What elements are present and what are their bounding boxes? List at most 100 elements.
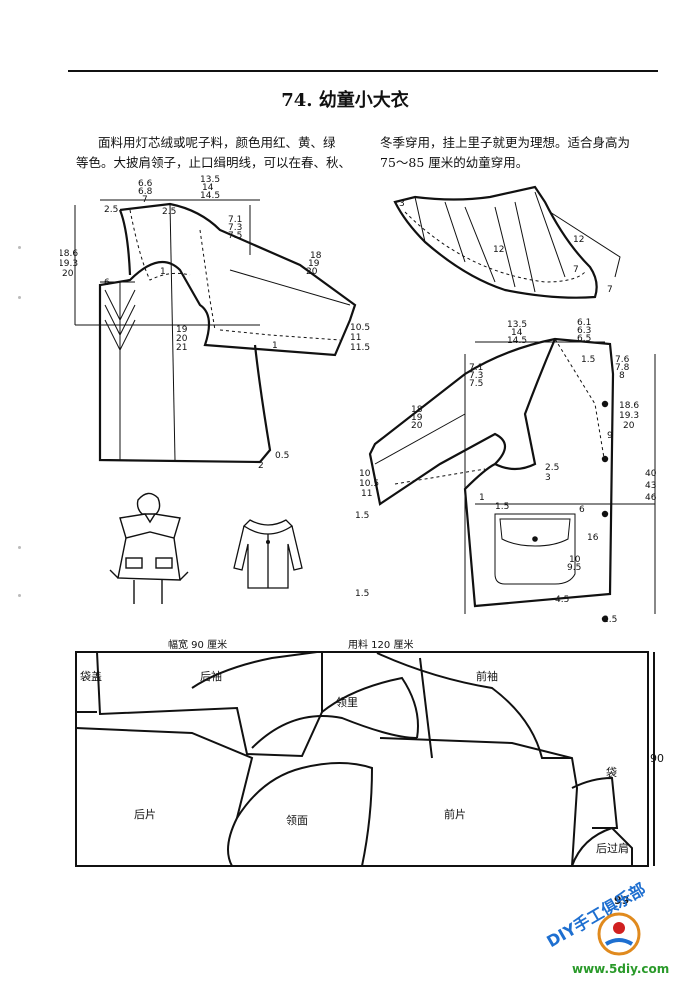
fabric-length-label: 用料 120 厘米	[348, 640, 414, 651]
intro-line-1b: 冬季穿用，挂上里子就更为理想。适合身高为	[380, 135, 631, 150]
svg-text:19: 19	[176, 325, 188, 335]
svg-text:1.5: 1.5	[355, 511, 369, 521]
svg-text:10: 10	[569, 555, 581, 565]
piece-front-panel: 前片	[444, 808, 466, 821]
svg-text:7: 7	[607, 285, 613, 295]
svg-text:11: 11	[361, 489, 372, 499]
svg-text:1: 1	[160, 267, 166, 277]
svg-text:19: 19	[411, 413, 423, 423]
svg-text:21: 21	[176, 343, 187, 353]
svg-text:2.5: 2.5	[545, 463, 559, 473]
svg-text:8: 8	[619, 371, 625, 381]
svg-text:7.1: 7.1	[228, 215, 242, 225]
svg-text:2.5: 2.5	[162, 207, 176, 217]
svg-text:14.5: 14.5	[200, 191, 220, 201]
svg-text:7.3: 7.3	[469, 371, 483, 381]
svg-text:20: 20	[62, 269, 74, 279]
svg-text:14.5: 14.5	[507, 336, 527, 346]
svg-text:6: 6	[104, 278, 110, 288]
svg-text:10.5: 10.5	[359, 479, 379, 489]
svg-text:10: 10	[359, 469, 371, 479]
svg-text:14: 14	[511, 328, 523, 338]
svg-text:46: 46	[645, 493, 657, 503]
svg-text:10.5: 10.5	[350, 323, 370, 333]
svg-text:1.5: 1.5	[495, 502, 509, 512]
svg-text:7: 7	[142, 195, 148, 205]
svg-text:6: 6	[579, 505, 585, 515]
piece-collar-lining: 领里	[336, 696, 358, 709]
top-rule	[68, 70, 658, 72]
svg-text:1: 1	[479, 493, 485, 503]
svg-text:12: 12	[493, 245, 504, 255]
svg-text:4.5: 4.5	[555, 595, 569, 605]
piece-back-sleeve: 后袖	[200, 670, 222, 683]
coat-flat-sketch	[233, 519, 303, 589]
page-title: 74. 幼童小大衣	[281, 90, 409, 111]
svg-text:1: 1	[272, 341, 278, 351]
svg-text:20: 20	[306, 267, 318, 277]
fabric-side-label: 90	[650, 752, 664, 765]
svg-text:7: 7	[573, 265, 579, 275]
svg-text:18: 18	[411, 405, 423, 415]
margin-dot	[18, 546, 21, 549]
piece-collar-face: 领面	[286, 814, 308, 827]
margin-dot	[18, 296, 21, 299]
svg-text:7.8: 7.8	[615, 363, 630, 373]
svg-text:11.5: 11.5	[350, 343, 370, 353]
svg-text:1.5: 1.5	[355, 589, 369, 599]
svg-text:1.5: 1.5	[581, 355, 595, 365]
svg-text:6.1: 6.1	[577, 318, 591, 328]
svg-text:7.5: 7.5	[469, 379, 483, 389]
svg-text:9: 9	[607, 431, 613, 441]
svg-text:11: 11	[350, 333, 361, 343]
svg-text:18.6: 18.6	[60, 249, 78, 259]
svg-text:6.5: 6.5	[577, 334, 591, 344]
piece-back-yoke: 后过肩	[596, 842, 629, 855]
svg-text:12: 12	[573, 235, 584, 245]
svg-text:7.6: 7.6	[615, 355, 630, 365]
svg-text:2.5: 2.5	[104, 205, 118, 215]
intro-line-1a: 面料用灯芯绒或呢子料，颜色用红、黄、绿	[98, 135, 336, 150]
svg-text:14: 14	[202, 183, 214, 193]
svg-text:18: 18	[310, 251, 322, 261]
watermark-url: www.5diy.com	[572, 962, 670, 976]
page-number: 99	[614, 894, 630, 907]
svg-text:19: 19	[308, 259, 320, 269]
svg-text:7.1: 7.1	[469, 363, 483, 373]
margin-dot	[18, 594, 21, 597]
svg-text:7.5: 7.5	[228, 231, 242, 241]
svg-text:20: 20	[176, 334, 188, 344]
svg-text:16: 16	[587, 533, 599, 543]
svg-text:18.6: 18.6	[619, 401, 639, 411]
piece-back-panel: 后片	[134, 808, 156, 821]
cutting-layout-diagram	[75, 651, 655, 867]
piece-pocket: 袋	[606, 766, 617, 779]
svg-text:7.3: 7.3	[228, 223, 242, 233]
svg-text:3: 3	[545, 473, 551, 483]
svg-text:20: 20	[623, 421, 635, 431]
child-coat-illustration	[109, 492, 189, 604]
svg-text:40: 40	[645, 469, 657, 479]
svg-text:3: 3	[399, 199, 405, 209]
watermark-logo-icon	[597, 912, 641, 956]
svg-text:19.3: 19.3	[60, 259, 78, 269]
piece-front-sleeve: 前袖	[476, 670, 498, 683]
svg-text:43: 43	[645, 481, 656, 491]
intro-line-2a: 等色。大披肩领子，止口缉明线，可以在春、秋、	[76, 155, 352, 170]
piece-pocket-flap: 袋盖	[80, 670, 102, 683]
svg-text:6.3: 6.3	[577, 326, 591, 336]
svg-text:9.5: 9.5	[567, 563, 581, 573]
intro-line-2b: 75～85 厘米的幼童穿用。	[380, 155, 529, 170]
svg-text:2: 2	[258, 461, 264, 471]
svg-text:20: 20	[411, 421, 423, 431]
svg-text:6.8: 6.8	[138, 187, 153, 197]
svg-text:2.5: 2.5	[603, 615, 617, 625]
svg-text:6.6: 6.6	[138, 179, 153, 189]
svg-text:0.5: 0.5	[275, 451, 289, 461]
margin-dot	[18, 246, 21, 249]
svg-text:19.3: 19.3	[619, 411, 639, 421]
collar-pattern-diagram: 3 12 7 12 7	[393, 185, 621, 299]
svg-text:13.5: 13.5	[200, 175, 220, 185]
